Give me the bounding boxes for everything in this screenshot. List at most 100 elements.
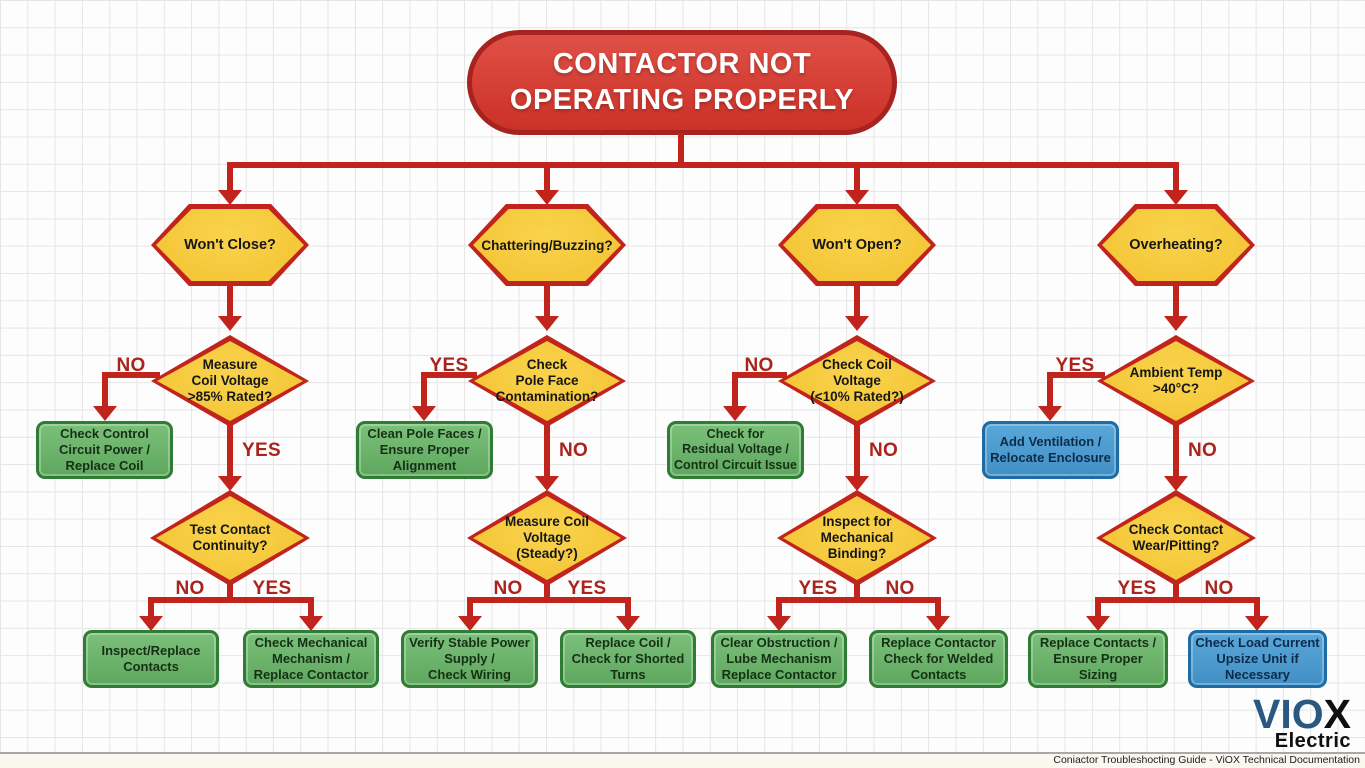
viox-logo-electric: Electric xyxy=(1274,730,1351,752)
action-label: Check Control Circuit Power / Replace Co… xyxy=(58,426,151,473)
decision-node-contact-wear: Check Contact Wear/Pitting? xyxy=(1096,490,1256,586)
branch-label: YES xyxy=(1117,578,1157,599)
action-node-clean-pole-faces: Clean Pole Faces / Ensure Proper Alignme… xyxy=(356,421,493,479)
action-node-add-ventilation: Add Ventilation / Relocate Enclosure xyxy=(982,421,1119,479)
arrowhead-icon xyxy=(458,616,482,631)
connector-line xyxy=(1173,584,1179,600)
action-node-check-control-power: Check Control Circuit Power / Replace Co… xyxy=(36,421,173,479)
connector-line xyxy=(678,133,684,166)
connector-line xyxy=(421,372,477,378)
connector-line xyxy=(467,597,631,603)
action-node-check-residual-voltage: Check for Residual Voltage / Control Cir… xyxy=(667,421,804,479)
arrowhead-icon xyxy=(845,316,869,331)
symptom-label: Overheating? xyxy=(1129,237,1223,253)
connector-line xyxy=(1095,597,1260,603)
decision-node-ambient-temp: Ambient Temp >40°C? xyxy=(1097,335,1255,427)
hexagon-fill xyxy=(156,209,304,281)
decision-label: Check Pole Face Contamination? xyxy=(495,356,599,405)
arrowhead-icon xyxy=(845,190,869,205)
start-node: CONTACTOR NOT OPERATING PROPERLY xyxy=(467,30,897,135)
arrowhead-icon xyxy=(616,616,640,631)
decision-label: Inspect for Mechanical Binding? xyxy=(820,513,894,562)
connector-line xyxy=(1173,284,1179,316)
decision-label: Measure Coil Voltage (Steady?) xyxy=(504,513,590,562)
arrowhead-icon xyxy=(1164,316,1188,331)
connector-line xyxy=(148,597,314,603)
viox-logo-x: X xyxy=(1323,691,1351,737)
connector-line xyxy=(544,425,550,476)
branch-label: NO xyxy=(1204,578,1234,599)
viox-logo: VIOX Electric xyxy=(1253,691,1351,757)
branch-label: YES xyxy=(242,440,281,461)
connector-line xyxy=(308,601,314,617)
decision-node-check-coil-voltage: Check Coil Voltage (<10% Rated?) xyxy=(778,335,936,427)
branch-label: NO xyxy=(559,440,589,461)
arrowhead-icon xyxy=(218,476,242,491)
arrowhead-icon xyxy=(535,476,559,491)
branch-label: NO xyxy=(869,440,899,461)
connector-line xyxy=(102,372,160,378)
arrowhead-icon xyxy=(723,406,747,421)
decision-label: Test Contact Continuity? xyxy=(189,521,271,553)
branch-label: YES xyxy=(798,578,838,599)
symptom-label: Won't Close? xyxy=(184,237,276,253)
arrowhead-icon xyxy=(535,316,559,331)
arrowhead-icon xyxy=(1245,616,1269,631)
connector-line xyxy=(732,372,738,406)
action-node-clear-obstruction: Clear Obstruction / Lube Mechanism Repla… xyxy=(711,630,847,688)
symptom-node-overheating: Overheating? xyxy=(1097,204,1255,286)
action-label: Replace Contactor Check for Welded Conta… xyxy=(881,635,996,682)
connector-line xyxy=(227,425,233,476)
action-node-replace-coil: Replace Coil / Check for Shorted Turns xyxy=(560,630,696,688)
action-node-check-mechanism: Check Mechanical Mechanism / Replace Con… xyxy=(243,630,379,688)
connector-line xyxy=(544,166,550,190)
connector-line xyxy=(776,601,782,617)
arrowhead-icon xyxy=(218,316,242,331)
footer-strip xyxy=(0,752,1365,768)
action-label: Check Load Current Upsize Unit if Necess… xyxy=(1195,635,1320,682)
connector-line xyxy=(148,601,154,617)
connector-line xyxy=(227,284,233,316)
connector-line xyxy=(854,584,860,600)
action-node-inspect-replace-contacts: Inspect/Replace Contacts xyxy=(83,630,219,688)
branch-label: YES xyxy=(567,578,607,599)
decision-label: Measure Coil Voltage >85% Rated? xyxy=(187,356,273,405)
connector-line xyxy=(1173,425,1179,476)
action-label: Inspect/Replace Contacts xyxy=(101,643,201,674)
connector-line xyxy=(1047,372,1105,378)
action-node-replace-contactor: Replace Contactor Check for Welded Conta… xyxy=(869,630,1008,688)
branch-label: NO xyxy=(116,355,146,376)
connector-line xyxy=(102,372,108,406)
arrowhead-icon xyxy=(845,476,869,491)
hexagon-fill xyxy=(783,209,931,281)
symptom-label: Chattering/Buzzing? xyxy=(481,237,613,253)
connector-line xyxy=(854,284,860,316)
branch-label: NO xyxy=(885,578,915,599)
connector-line xyxy=(935,601,941,617)
action-node-verify-power-supply: Verify Stable Power Supply / Check Wirin… xyxy=(401,630,538,688)
connector-line xyxy=(227,162,1179,168)
decision-node-mechanical-binding: Inspect for Mechanical Binding? xyxy=(777,490,937,586)
arrowhead-icon xyxy=(926,616,950,631)
arrowhead-icon xyxy=(1164,190,1188,205)
arrowhead-icon xyxy=(1164,476,1188,491)
arrowhead-icon xyxy=(1086,616,1110,631)
action-label: Replace Contacts / Ensure Proper Sizing xyxy=(1039,635,1157,682)
branch-label: YES xyxy=(252,578,292,599)
connector-line xyxy=(854,166,860,190)
branch-label: NO xyxy=(493,578,523,599)
decision-label: Ambient Temp >40°C? xyxy=(1129,364,1223,396)
connector-line xyxy=(1095,601,1101,617)
hexagon-fill xyxy=(1102,209,1250,281)
symptom-node-wont-open: Won't Open? xyxy=(778,204,936,286)
decision-node-coil-voltage-steady: Measure Coil Voltage (Steady?) xyxy=(467,490,627,586)
action-label: Check for Residual Voltage / Control Cir… xyxy=(674,427,797,472)
decision-label: Check Contact Wear/Pitting? xyxy=(1128,521,1224,553)
action-label: Verify Stable Power Supply / Check Wirin… xyxy=(409,635,530,682)
branch-label: NO xyxy=(744,355,774,376)
symptom-label: Won't Open? xyxy=(812,237,902,253)
decision-label: Check Coil Voltage (<10% Rated?) xyxy=(810,356,904,405)
connector-line xyxy=(625,601,631,617)
connector-line xyxy=(227,166,233,190)
